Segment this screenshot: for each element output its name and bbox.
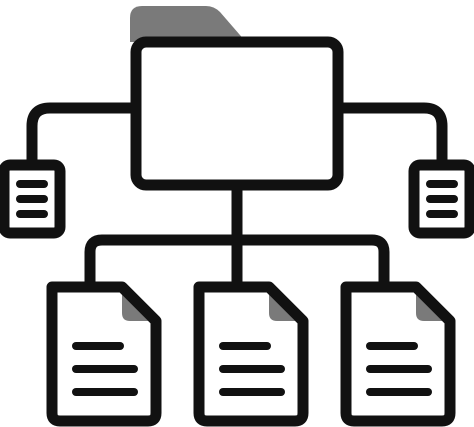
connector-lines [26, 102, 448, 293]
file-icon [193, 281, 309, 427]
folder-icon [130, 36, 344, 191]
connector-left [26, 102, 142, 171]
file-icon [46, 281, 162, 427]
file-icon [340, 281, 456, 427]
document-icon [0, 159, 66, 239]
folder-tab [130, 6, 246, 42]
connector-right [332, 102, 448, 171]
document-icon [408, 159, 474, 239]
connector-bus [84, 234, 390, 293]
